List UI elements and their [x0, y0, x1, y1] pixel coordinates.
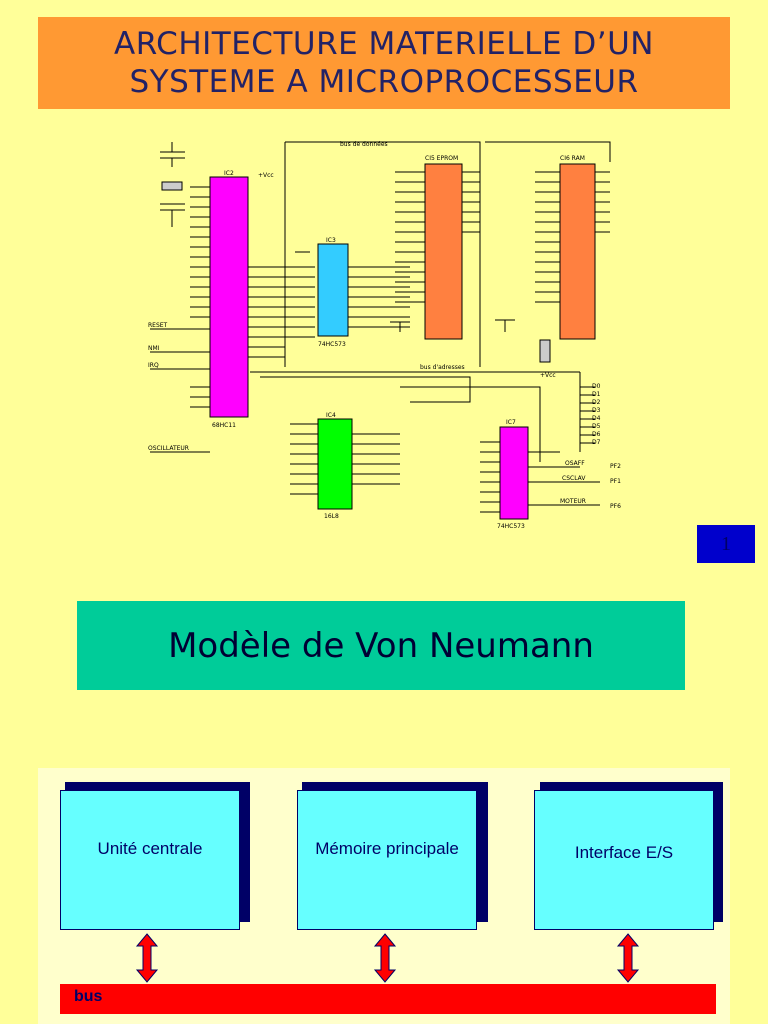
out-d0: D0	[592, 383, 601, 390]
central-unit-block: Unité centrale	[60, 790, 240, 930]
address-bus-label: bus d'adresses	[420, 364, 465, 371]
schematic-svg: IC2 68HC11 IC3 74HC573 CI5 EPROM CI6 RAM…	[148, 141, 621, 530]
ic7-part-label: 74HC573	[497, 523, 525, 530]
cpu-left-pins	[150, 186, 210, 453]
io-interface-label: Interface E/S	[574, 843, 674, 862]
osc-label: OSCILLATEUR	[148, 445, 189, 452]
out-d3: D3	[592, 407, 601, 414]
out-d4: D4	[592, 415, 601, 422]
page-number-badge: 1	[697, 525, 755, 563]
model-title-box: Modèle de Von Neumann	[77, 601, 685, 690]
ram-label: CI6 RAM	[560, 155, 585, 162]
title-line-1: ARCHITECTURE MATERIELLE D’UN	[113, 26, 654, 62]
signal-pf6: PF6	[610, 503, 621, 510]
von-neumann-diagram: Unité centrale Mémoire principale Interf…	[38, 768, 730, 1024]
double-arrow-icon	[616, 933, 640, 983]
out-d2: D2	[592, 399, 601, 406]
ic4-label: IC4	[326, 412, 336, 419]
reset-label: RESET	[148, 322, 168, 329]
arrows-svg	[135, 933, 640, 983]
ic3-part-label: 74HC573	[318, 341, 346, 348]
ic4-pld-chip	[317, 418, 353, 510]
signal-csclav: CSCLAV	[562, 475, 586, 482]
signal-moteur: MOTEUR	[560, 498, 586, 505]
main-memory-block: Mémoire principale	[297, 790, 477, 930]
io-interface-block: Interface E/S	[534, 790, 714, 930]
signal-pf2: PF2	[610, 463, 621, 470]
vcc-label-2: +Vcc	[540, 372, 556, 379]
ic7-latch-chip	[499, 426, 529, 520]
ram-chip	[559, 163, 596, 340]
out-d6: D6	[592, 431, 601, 438]
ic7-label: IC7	[506, 419, 516, 426]
irq-label: IRQ	[148, 362, 159, 369]
ic3-latch-chip	[317, 243, 349, 337]
main-memory-label: Mémoire principale	[315, 839, 459, 858]
ic4-part-label: 16L8	[324, 513, 339, 520]
circuit-schematic: IC2 68HC11 IC3 74HC573 CI5 EPROM CI6 RAM…	[140, 132, 630, 530]
system-bus	[60, 984, 716, 1014]
bus-label: bus	[74, 988, 103, 1005]
nmi-label: NMI	[148, 345, 160, 352]
title-banner: ARCHITECTURE MATERIELLE D’UN SYSTEME A M…	[38, 17, 730, 109]
eprom-chip	[424, 163, 463, 340]
vcc-label: +Vcc	[258, 172, 274, 179]
out-d7: D7	[592, 439, 601, 446]
ic3-label: IC3	[326, 237, 336, 244]
title-line-2: SYSTEME A MICROPROCESSEUR	[129, 64, 639, 100]
cpu-part-label: 68HC11	[212, 422, 236, 429]
data-bus-label: bus de données	[340, 141, 388, 148]
out-d1: D1	[592, 391, 601, 398]
signal-osaff: OSAFF	[565, 460, 585, 467]
eprom-label: CI5 EPROM	[425, 155, 458, 162]
central-unit-label: Unité centrale	[97, 839, 203, 858]
double-arrow-icon	[135, 933, 159, 983]
out-d5: D5	[592, 423, 601, 430]
page-number: 1	[721, 532, 731, 555]
signal-pf1: PF1	[610, 478, 621, 485]
cpu-chip-label: IC2	[224, 170, 234, 177]
model-title: Modèle de Von Neumann	[168, 625, 594, 666]
double-arrow-icon	[373, 933, 397, 983]
cpu-chip	[209, 176, 249, 418]
